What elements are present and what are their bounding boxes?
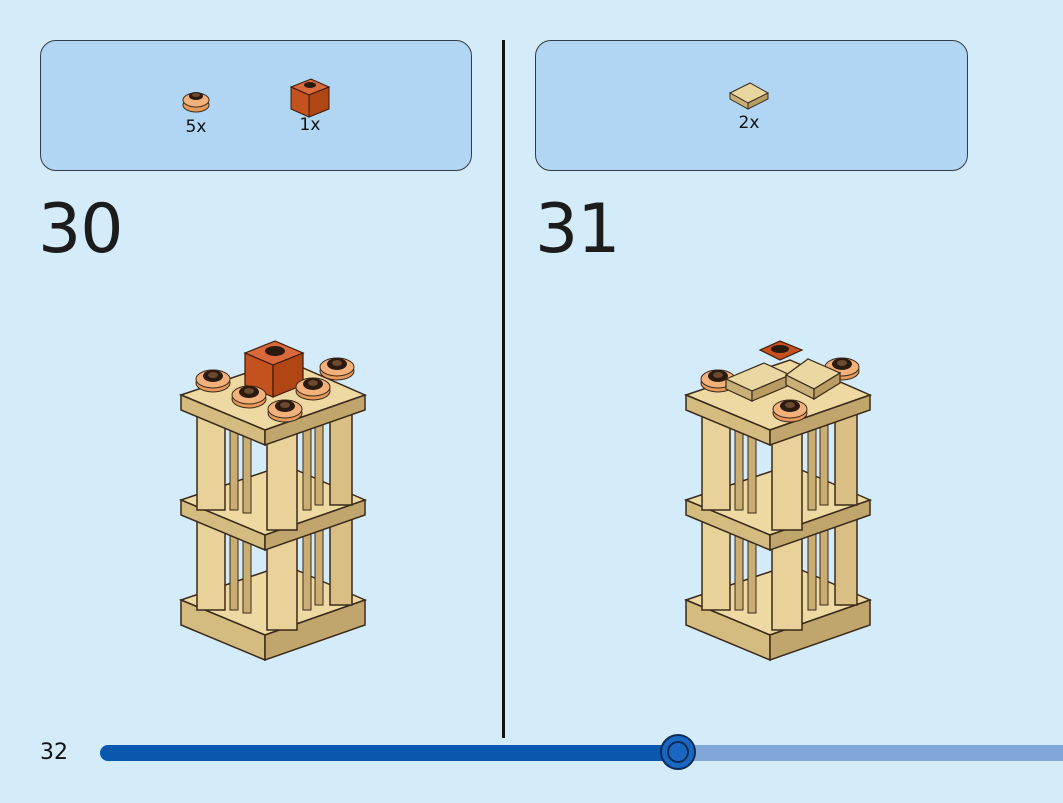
step-number: 31 bbox=[535, 190, 621, 269]
part-brick: 1x bbox=[287, 73, 333, 135]
brick-1x1-icon bbox=[289, 78, 331, 118]
round-plate-flower-icon bbox=[182, 92, 210, 113]
progress-fill bbox=[100, 745, 688, 761]
part-qty: 2x bbox=[738, 113, 760, 133]
step-number: 30 bbox=[38, 190, 124, 269]
parts-list-step-31: 2x bbox=[535, 40, 968, 171]
part-qty: 1x bbox=[299, 115, 321, 135]
parts-list-step-30: 5x 1x bbox=[40, 40, 472, 171]
model-illustration-step-31 bbox=[685, 340, 871, 661]
part-qty: 5x bbox=[185, 117, 207, 137]
part-round-plate: 5x bbox=[179, 85, 213, 137]
progress-knob[interactable] bbox=[660, 734, 696, 770]
tile-2x2-icon bbox=[728, 82, 770, 110]
model-illustration-step-30 bbox=[180, 340, 366, 661]
progress-bar[interactable] bbox=[100, 734, 1063, 770]
part-tile: 2x bbox=[726, 79, 772, 133]
page-divider bbox=[502, 40, 505, 738]
page-number: 32 bbox=[40, 740, 68, 765]
